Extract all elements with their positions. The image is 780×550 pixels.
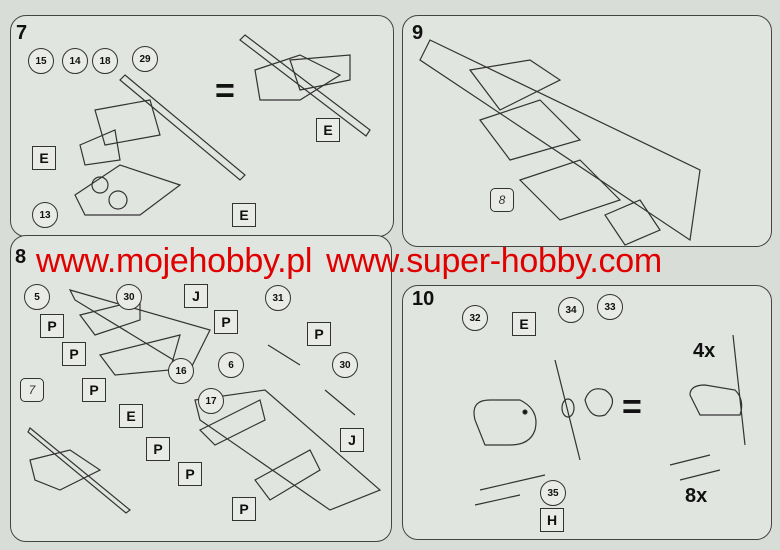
step-reference-box: 7 — [20, 378, 44, 402]
sprue-box: E — [32, 146, 56, 170]
watermark: www.mojehobby.pl www.super-hobby.com — [36, 243, 676, 279]
step-7-number: 7 — [16, 22, 28, 44]
part-callout: 5 — [24, 284, 50, 310]
quantity-label: 8x — [685, 485, 708, 507]
sprue-box: J — [184, 284, 208, 308]
part-callout: 31 — [265, 285, 291, 311]
sprue-box: E — [316, 118, 340, 142]
part-callout: 32 — [462, 305, 488, 331]
part-callout: 16 — [168, 358, 194, 384]
sprue-box: P — [232, 497, 256, 521]
sprue-box: E — [119, 404, 143, 428]
part-callout: 6 — [218, 352, 244, 378]
sprue-box: E — [232, 203, 256, 227]
sprue-box: J — [340, 428, 364, 452]
equals-sign: = — [622, 388, 642, 426]
sprue-box: H — [540, 508, 564, 532]
equals-sign: = — [215, 72, 235, 110]
sprue-box: E — [512, 312, 536, 336]
sprue-box: P — [146, 437, 170, 461]
sprue-box: P — [40, 314, 64, 338]
part-callout: 30 — [116, 284, 142, 310]
part-callout: 29 — [132, 46, 158, 72]
part-callout: 35 — [540, 480, 566, 506]
sprue-box: P — [82, 378, 106, 402]
sprue-box: P — [307, 322, 331, 346]
sprue-box: P — [214, 310, 238, 334]
step-9-number: 9 — [412, 22, 424, 44]
part-callout: 14 — [62, 48, 88, 74]
part-callout: 33 — [597, 294, 623, 320]
step-9-panel — [402, 15, 772, 247]
part-callout: 13 — [32, 202, 58, 228]
part-callout: 15 — [28, 48, 54, 74]
sprue-box: P — [178, 462, 202, 486]
part-callout: 17 — [198, 388, 224, 414]
watermark-site-1: www.mojehobby.pl — [36, 242, 313, 280]
step-10-panel — [402, 285, 772, 540]
watermark-site-2: www.super-hobby.com — [326, 242, 662, 280]
step-10-number: 10 — [412, 288, 435, 310]
part-callout: 18 — [92, 48, 118, 74]
sprue-box: P — [62, 342, 86, 366]
part-callout: 34 — [558, 297, 584, 323]
step-8-number: 8 — [15, 246, 27, 268]
quantity-label: 4x — [693, 340, 716, 362]
part-callout: 30 — [332, 352, 358, 378]
step-reference-box: 8 — [490, 188, 514, 212]
